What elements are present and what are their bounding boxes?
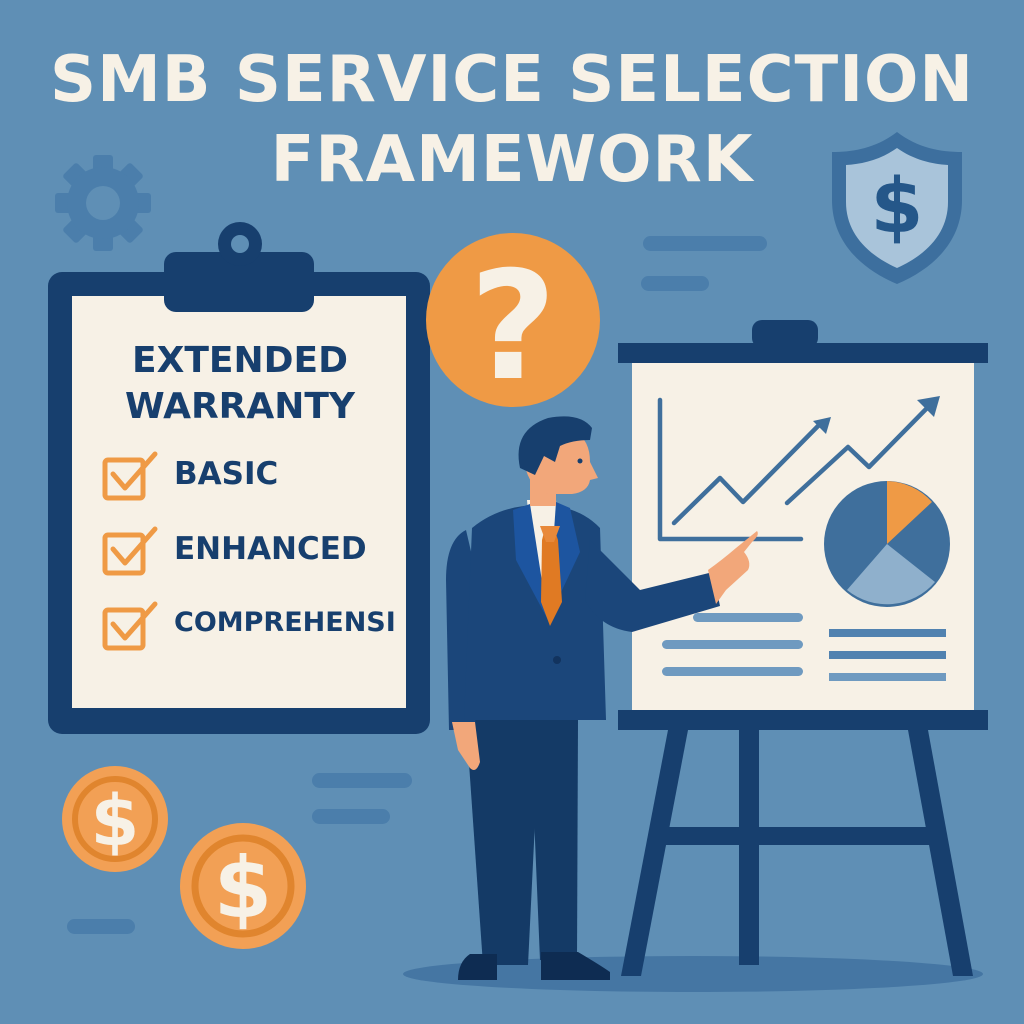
decor-dash: [643, 236, 767, 251]
easel-stand: [621, 730, 973, 976]
option-enhanced: ENHANCED: [174, 531, 367, 567]
presenter-figure: [446, 416, 758, 980]
heading-line-1: EXTENDED: [132, 340, 348, 381]
shield-dollar-icon: $: [832, 132, 962, 284]
board-text-lines: [662, 613, 946, 681]
svg-text:$: $: [91, 780, 140, 862]
option-basic: BASIC: [174, 456, 279, 492]
decor-dash: [312, 773, 412, 788]
checkbox-comprehensive[interactable]: [102, 601, 158, 651]
option-comprehensive: COMPREHENSI: [174, 607, 396, 638]
checkbox-enhanced[interactable]: [102, 526, 158, 576]
svg-text:$: $: [214, 839, 272, 937]
clipboard: [48, 222, 430, 734]
title-line-1: SMB SERVICE SELECTION: [50, 43, 974, 117]
dollar-coin-icon: $: [62, 766, 168, 872]
decor-dash: [67, 919, 135, 934]
question-mark-icon: ?: [426, 233, 600, 414]
dollar-coin-icon: $: [180, 823, 306, 949]
trend-arrow-head: [917, 396, 940, 417]
checkbox-basic[interactable]: [102, 451, 158, 501]
title-line-2: FRAMEWORK: [270, 123, 754, 197]
svg-text:?: ?: [469, 240, 556, 414]
trend-arrow-head: [813, 417, 831, 434]
pie-chart: [824, 481, 950, 607]
decor-dash: [312, 809, 390, 824]
heading-line-2: WARRANTY: [124, 386, 355, 427]
decor-dash: [641, 276, 709, 291]
svg-text:$: $: [871, 161, 924, 250]
gear-icon: [55, 155, 151, 251]
clipboard-heading: EXTENDED WARRANTY: [70, 338, 410, 430]
